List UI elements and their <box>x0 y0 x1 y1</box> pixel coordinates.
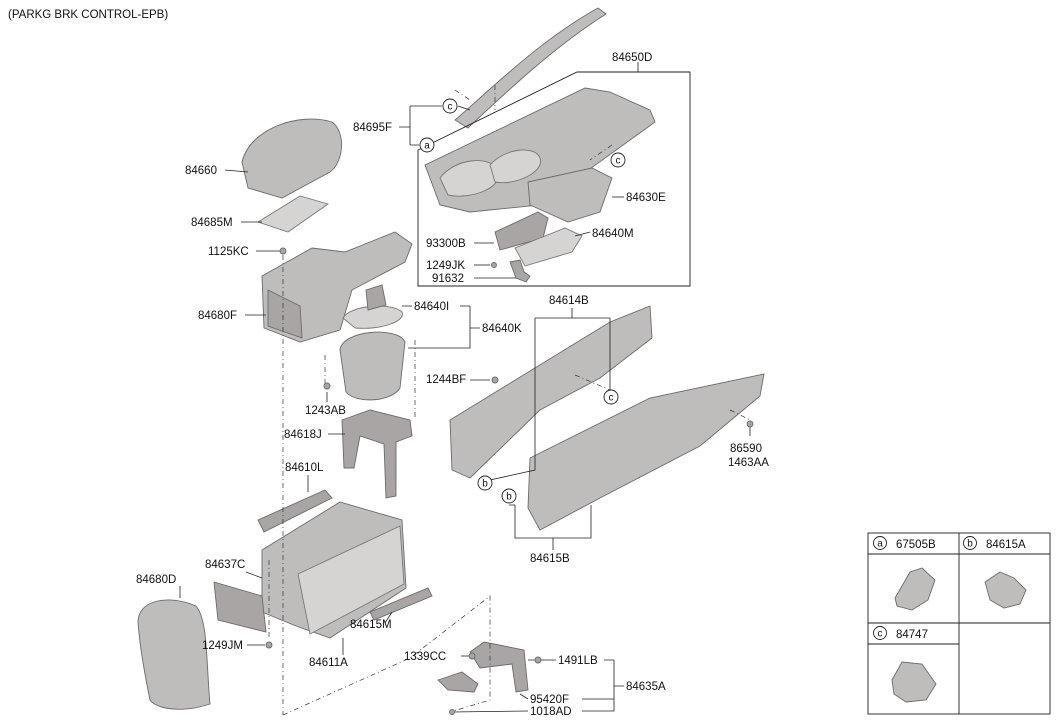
label-84614B: 84614B <box>549 295 589 307</box>
fastener-1125KC <box>279 247 287 255</box>
callout-b-lower: b <box>501 488 517 504</box>
svg-text:c: c <box>616 156 621 167</box>
svg-text:a: a <box>877 539 883 550</box>
label-91632: 91632 <box>432 273 464 285</box>
label-1018AD: 1018AD <box>530 706 572 718</box>
legend-a-clip <box>894 567 936 611</box>
svg-text:b: b <box>506 492 512 503</box>
label-84680F: 84680F <box>198 310 237 322</box>
part-84695F-strip <box>454 7 607 129</box>
callout-a-top: a <box>419 137 435 153</box>
label-84640I: 84640I <box>414 301 449 313</box>
svg-text:c: c <box>448 102 453 113</box>
label-1249JM: 1249JM <box>202 640 243 652</box>
diagram-title: (PARKG BRK CONTROL-EPB) <box>8 9 168 21</box>
part-84614B-panel <box>449 305 653 479</box>
part-84610L-trim <box>257 489 333 533</box>
svg-text:c: c <box>878 629 883 640</box>
label-1125KC: 1125KC <box>208 246 249 258</box>
label-84640M: 84640M <box>592 228 634 240</box>
label-84611A: 84611A <box>309 657 348 669</box>
part-84660-armrest <box>241 118 342 199</box>
part-93300B-switch <box>494 211 549 251</box>
part-84637C-bracket <box>213 581 267 633</box>
fastener-1018AD <box>449 709 455 715</box>
label-1491LB: 1491LB <box>558 655 598 667</box>
svg-text:b: b <box>967 539 973 550</box>
part-84685M-pad <box>256 195 330 233</box>
svg-text:c: c <box>609 393 614 404</box>
fastener-86590 <box>746 420 754 428</box>
part-84640K-cupholder <box>339 331 406 401</box>
part-84615M-garnish <box>369 587 433 621</box>
label-84695F: 84695F <box>353 122 392 134</box>
svg-text:b: b <box>482 479 488 490</box>
label-1243AB: 1243AB <box>305 405 346 417</box>
label-95420F: 95420F <box>530 694 569 706</box>
callout-c-panel: c <box>603 389 619 405</box>
label-1339CC: 1339CC <box>404 651 446 663</box>
label-84685M: 84685M <box>191 217 233 229</box>
label-86590: 86590 <box>730 443 762 455</box>
part-84680D-cover <box>137 599 211 710</box>
part-84640I-insert <box>342 305 403 329</box>
fastener-1491LB <box>534 656 542 664</box>
label-84640K: 84640K <box>482 323 522 335</box>
fastener-1249JM <box>265 641 273 649</box>
fastener-1244BF <box>491 376 499 384</box>
legend-b: b 84615A <box>963 536 1027 609</box>
label-1463AA: 1463AA <box>728 457 769 469</box>
legend-c-clip <box>891 661 937 703</box>
assembly-box-84650D <box>417 71 691 287</box>
label-84637C: 84637C <box>205 559 245 571</box>
part-84635A-bracket <box>469 641 529 693</box>
label-84618J: 84618J <box>284 429 322 441</box>
part-95420F-part <box>437 671 479 693</box>
label-84650D: 84650D <box>612 52 652 64</box>
legend-b-code: 84615A <box>986 539 1026 551</box>
label-93300B: 93300B <box>426 238 466 250</box>
fastener-1249JK <box>491 262 497 268</box>
part-84615B-panel <box>527 373 765 531</box>
fastener-1339CC <box>468 652 476 660</box>
part-84630E-tray <box>527 167 613 223</box>
label-1249JK: 1249JK <box>426 260 465 272</box>
callout-b-panel: b <box>477 475 493 491</box>
label-1244BF: 1244BF <box>426 374 466 386</box>
legend-a: a 67505B <box>873 536 936 611</box>
legend-b-clip <box>984 571 1027 609</box>
label-84660: 84660 <box>185 165 217 177</box>
legend-a-code: 67505B <box>896 539 936 551</box>
legend-c: c 84747 <box>873 626 937 703</box>
part-84618J-bracket <box>341 409 413 499</box>
callout-c-tray: c <box>610 152 626 168</box>
svg-text:a: a <box>424 141 430 152</box>
legend-c-code: 84747 <box>896 629 928 641</box>
fastener-1243AB <box>323 382 331 390</box>
part-84640M-bezel <box>514 227 583 267</box>
label-84615B: 84615B <box>530 553 570 565</box>
callout-c-top: c <box>442 98 458 114</box>
label-84615M: 84615M <box>350 619 392 631</box>
label-84635A: 84635A <box>626 681 666 693</box>
label-84630E: 84630E <box>626 192 666 204</box>
label-84610L: 84610L <box>285 462 324 474</box>
label-84680D: 84680D <box>136 574 176 586</box>
legend-table: a 67505B b 84615A c 84747 <box>867 532 1051 715</box>
